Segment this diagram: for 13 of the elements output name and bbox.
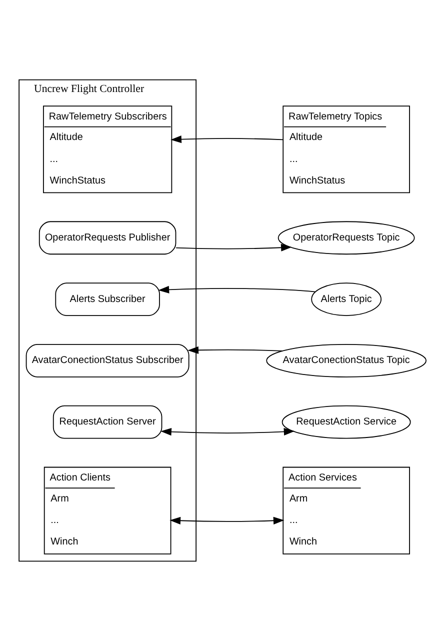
node-ellipse: Alerts Topic	[311, 282, 382, 316]
arrow	[170, 135, 284, 144]
node-box: RequestAction Server	[52, 405, 162, 439]
arrow	[176, 244, 292, 252]
arrow	[158, 286, 316, 294]
node-ellipse: AvatarConectionStatus Topic	[266, 344, 427, 378]
arrow	[188, 346, 283, 354]
arrow	[170, 516, 284, 524]
arrow	[160, 428, 295, 436]
node-box: OperatorRequests Publisher	[38, 221, 176, 255]
node-ellipse: OperatorRequests Topic	[278, 221, 415, 255]
node-box: AvatarConectionStatus Subscriber	[26, 344, 190, 378]
node-box: Alerts Subscriber	[55, 282, 160, 316]
